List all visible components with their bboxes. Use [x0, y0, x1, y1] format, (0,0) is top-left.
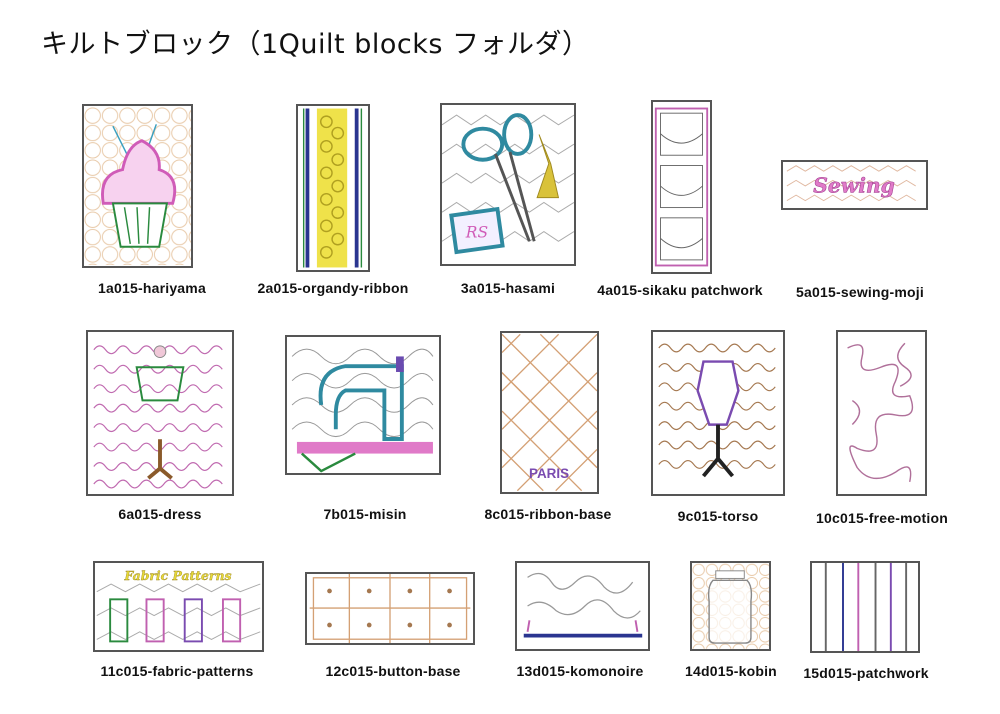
fabric-patterns-mark: Fabric Patterns — [124, 568, 232, 583]
block-label: 3a015-hasami — [460, 280, 556, 296]
block-label: 1a015-hariyama — [98, 280, 206, 296]
sewing-text-icon: Sewing — [786, 165, 916, 202]
stripes-icon — [824, 563, 908, 651]
pouch-base-icon — [523, 572, 643, 638]
sewing-mark: Sewing — [813, 173, 894, 197]
quilt-block-button-base[interactable] — [305, 572, 475, 645]
button-grid-icon — [309, 574, 471, 643]
block-label: 9c015-torso — [677, 508, 759, 524]
quilt-block-patchwork[interactable] — [810, 561, 920, 653]
block-label: 5a015-sewing-moji — [796, 284, 924, 300]
block-label: 11c015-fabric-patterns — [100, 663, 254, 679]
block-label: 6a015-dress — [118, 506, 202, 522]
quilt-block-komonoire[interactable] — [515, 561, 650, 651]
quilt-block-hariyama[interactable] — [82, 104, 193, 268]
quilt-block-organdy-ribbon[interactable] — [296, 104, 370, 272]
dress-script-icon — [93, 345, 223, 489]
lattice-icon: PARIS — [502, 333, 597, 492]
quilt-block-misin[interactable] — [285, 335, 441, 475]
quilt-block-torso[interactable] — [651, 330, 785, 496]
block-label: 13d015-komonoire — [516, 663, 644, 679]
quilt-block-ribbon-base[interactable]: PARIS — [500, 331, 599, 494]
paris-mark: PARIS — [529, 466, 569, 481]
quilt-block-kobin[interactable] — [690, 561, 771, 651]
block-label: 15d015-patchwork — [803, 665, 929, 681]
quilt-block-sewing-moji[interactable]: Sewing — [781, 160, 928, 210]
page-title: キルトブロック（1Quilt blocks フォルダ） — [41, 29, 590, 60]
jar-icon — [692, 563, 769, 649]
quilt-block-free-motion[interactable] — [836, 330, 927, 496]
block-label: 2a015-organdy-ribbon — [257, 280, 409, 296]
rs-mark: RS — [465, 223, 488, 241]
sewing-machine-icon — [291, 348, 434, 473]
scissors-icon: RS — [442, 113, 574, 255]
free-motion-icon — [847, 342, 914, 482]
quilt-block-dress[interactable] — [86, 330, 234, 496]
squares-column-icon — [654, 107, 709, 267]
cupcake-icon — [84, 106, 191, 266]
fabric-patterns-icon: Fabric Patterns — [96, 568, 261, 643]
dress-form-icon — [658, 343, 776, 478]
quilt-block-hasami[interactable]: RS — [440, 103, 576, 266]
block-label: 8c015-ribbon-base — [484, 506, 612, 522]
quilt-block-fabric-patterns[interactable]: Fabric Patterns — [93, 561, 264, 652]
block-label: 7b015-misin — [323, 506, 407, 522]
quilt-block-sikaku-patchwork[interactable] — [651, 100, 712, 274]
block-label: 4a015-sikaku patchwork — [597, 282, 763, 298]
block-label: 12c015-button-base — [325, 663, 461, 679]
ribbon-strip-icon — [298, 108, 368, 268]
block-label: 14d015-kobin — [685, 663, 777, 679]
block-label: 10c015-free-motion — [816, 510, 948, 526]
